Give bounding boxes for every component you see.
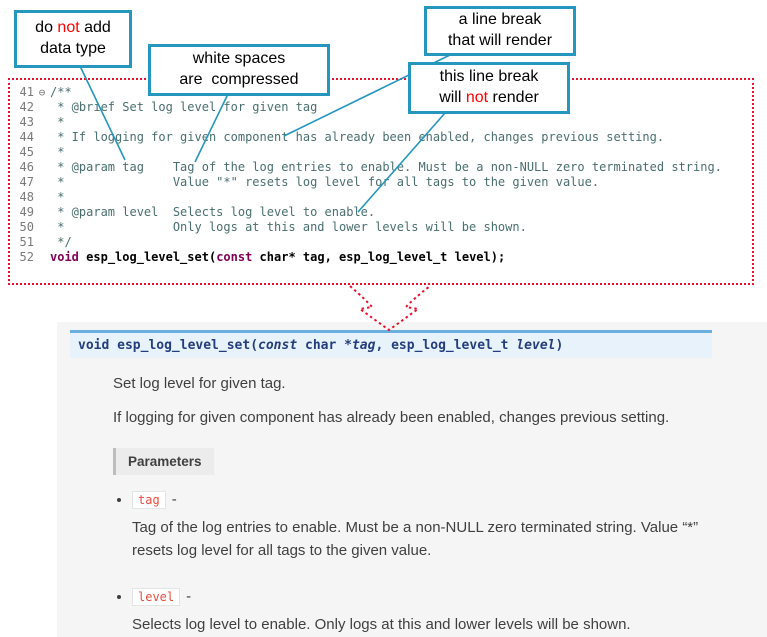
callout-text: are compressed bbox=[179, 71, 299, 88]
fold-minus-icon: ⊖ bbox=[38, 86, 46, 99]
code-line: 47 * Value "*" resets log level for all … bbox=[10, 175, 752, 190]
code-text: */ bbox=[50, 235, 72, 249]
code-line-function-declaration: 52 void esp_log_level_set(const char* tag… bbox=[10, 250, 752, 265]
callout-text: white spaces bbox=[192, 50, 286, 68]
function-signature: void esp_log_level_set(const char *tag, … bbox=[70, 330, 712, 358]
line-number: 51 bbox=[19, 235, 34, 249]
code-text: * bbox=[50, 190, 65, 204]
line-number: 43 bbox=[19, 115, 34, 129]
fold-gutter bbox=[34, 235, 50, 250]
code-line: 49 * @param level Selects log level to e… bbox=[10, 205, 752, 220]
param-description: Tag of the log entries to enable. Must b… bbox=[132, 519, 699, 559]
brief-paragraph: Set log level for given tag. bbox=[113, 375, 286, 392]
fold-gutter bbox=[34, 145, 50, 160]
param-name-badge: tag bbox=[132, 491, 166, 509]
code-text: * @param tag Tag of the log entries to e… bbox=[50, 160, 722, 174]
line-number: 45 bbox=[19, 145, 34, 159]
code-text: /** bbox=[50, 85, 72, 99]
callout-text: that will render bbox=[447, 32, 553, 49]
code-text: * bbox=[50, 115, 65, 129]
code-line: 41 ⊖ /** bbox=[10, 85, 752, 100]
callout-line-break-not-render: this line break will not render bbox=[408, 62, 570, 114]
param-item: level- Selects log level to enable. Only… bbox=[132, 588, 767, 637]
code-line: 43 * bbox=[10, 115, 752, 130]
line-number: 47 bbox=[19, 175, 34, 189]
code-text: * Value "*" resets log level for all tag… bbox=[50, 175, 600, 189]
code-line: 45 * bbox=[10, 145, 752, 160]
line-number: 42 bbox=[19, 100, 34, 114]
fold-gutter bbox=[34, 100, 50, 115]
code-line: 50 * Only logs at this and lower levels … bbox=[10, 220, 752, 235]
callout-do-not-add-data-type: do not add data type bbox=[14, 10, 132, 68]
code-text: * @param level Selects log level to enab… bbox=[50, 205, 376, 219]
line-number: 49 bbox=[19, 205, 34, 219]
line-number: 52 bbox=[19, 250, 34, 264]
line-number: 44 bbox=[19, 130, 34, 144]
code-line: 51 */ bbox=[10, 235, 752, 250]
callout-text: do not add bbox=[35, 19, 111, 37]
callout-text: a line break bbox=[458, 11, 542, 29]
parameters-list: tag- Tag of the log entries to enable. M… bbox=[132, 491, 767, 637]
callout-whitespace-compressed: white spaces are compressed bbox=[148, 44, 330, 96]
fold-gutter bbox=[34, 220, 50, 235]
fold-gutter bbox=[34, 175, 50, 190]
callout-text: this line break bbox=[439, 68, 539, 86]
description-paragraph: If logging for given component has alrea… bbox=[113, 409, 670, 426]
code-line: 48 * bbox=[10, 190, 752, 205]
line-number: 46 bbox=[19, 160, 34, 174]
fold-gutter bbox=[34, 115, 50, 130]
fold-gutter bbox=[34, 190, 50, 205]
line-number: 50 bbox=[19, 220, 34, 234]
callout-text: data type bbox=[40, 40, 106, 57]
code-text: void esp_log_level_set(const char* tag, … bbox=[50, 250, 506, 264]
code-line: 42 * @brief Set log level for given tag bbox=[10, 100, 752, 115]
code-text: * If logging for given component has alr… bbox=[50, 130, 665, 144]
line-number: 41 bbox=[19, 85, 34, 99]
param-dash: - bbox=[171, 491, 177, 508]
param-item: tag- Tag of the log entries to enable. M… bbox=[132, 491, 767, 562]
code-text: * bbox=[50, 145, 65, 159]
param-dash: - bbox=[186, 588, 192, 605]
fold-gutter bbox=[34, 160, 50, 175]
code-editor: 41 ⊖ /** 42 * @brief Set log level for giv… bbox=[8, 78, 754, 285]
code-line: 44 * If logging for given component has … bbox=[10, 130, 752, 145]
param-name-badge: level bbox=[132, 588, 181, 606]
docs-panel: void esp_log_level_set(const char *tag, … bbox=[57, 322, 767, 637]
code-line: 46 * @param tag Tag of the log entries t… bbox=[10, 160, 752, 175]
callout-line-break-renders: a line break that will render bbox=[424, 6, 576, 56]
code-text: * @brief Set log level for given tag bbox=[50, 100, 318, 114]
callout-text: will not render bbox=[439, 89, 539, 106]
line-number: 48 bbox=[19, 190, 34, 204]
fold-gutter bbox=[34, 205, 50, 220]
code-text: * Only logs at this and lower levels wil… bbox=[50, 220, 527, 234]
param-description: Selects log level to enable. Only logs a… bbox=[132, 616, 631, 633]
fold-gutter bbox=[34, 130, 50, 145]
parameters-label: Parameters bbox=[113, 448, 214, 475]
fold-gutter bbox=[34, 250, 50, 265]
